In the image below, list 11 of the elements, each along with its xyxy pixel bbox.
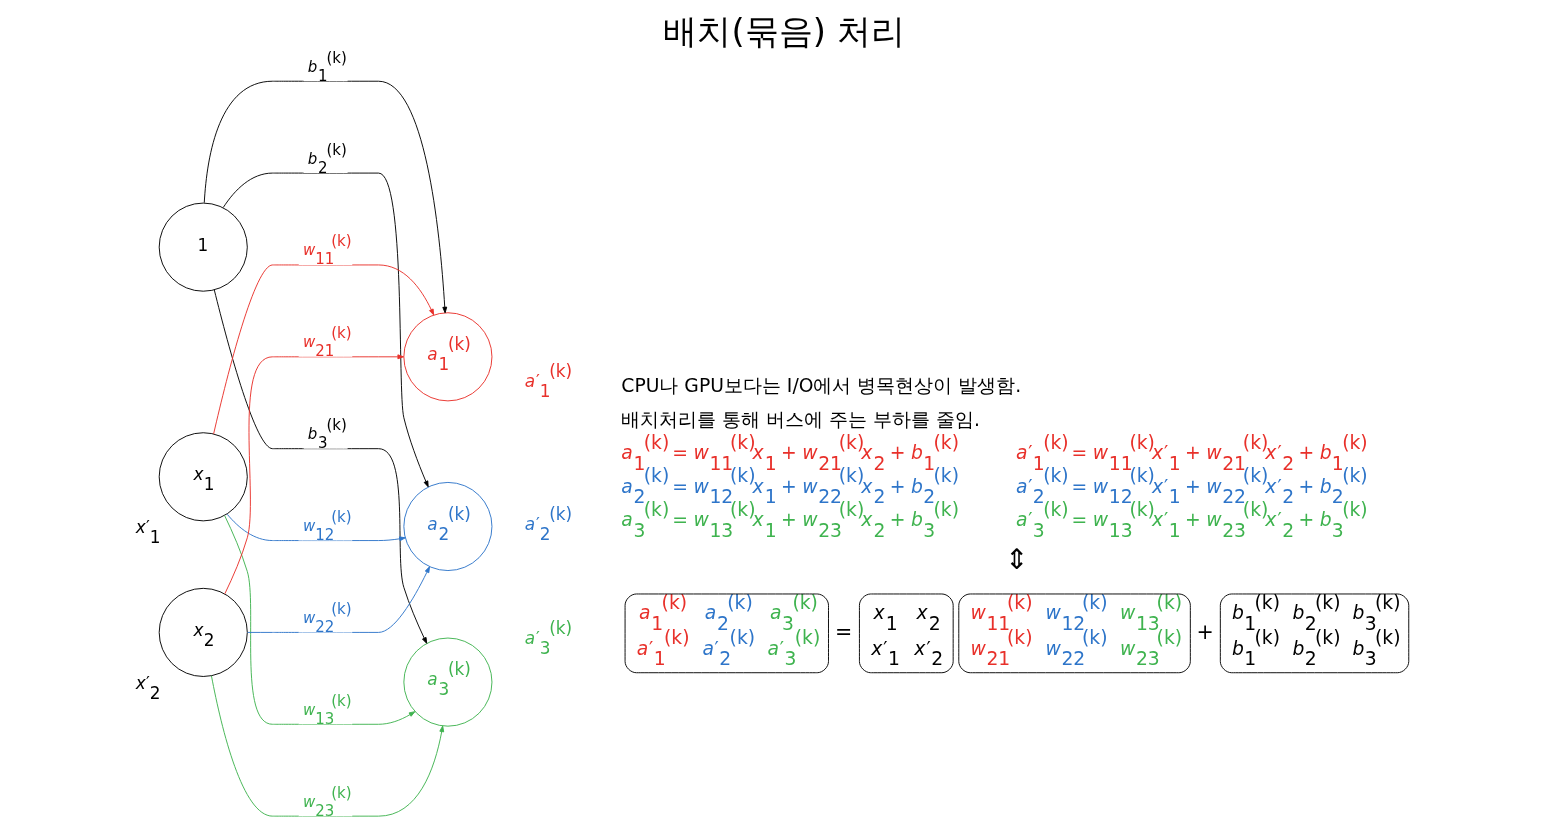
- arrow: [213, 289, 427, 644]
- label: 배치처리를 통해 버스에 주는 부하를 줄임.: [620, 409, 980, 431]
- label: =: [834, 619, 852, 644]
- arrow: [212, 264, 434, 435]
- label: +: [1195, 619, 1214, 644]
- label: CPU나 GPU보다는 I/O에서 병목현상이 발생함.: [620, 375, 1021, 397]
- arrow: [222, 172, 429, 488]
- label: ⇕: [1004, 542, 1028, 576]
- arrow: [203, 80, 447, 314]
- node-circle: 1: [158, 202, 248, 292]
- diagram-title: 배치(묶음) 처리: [663, 11, 905, 51]
